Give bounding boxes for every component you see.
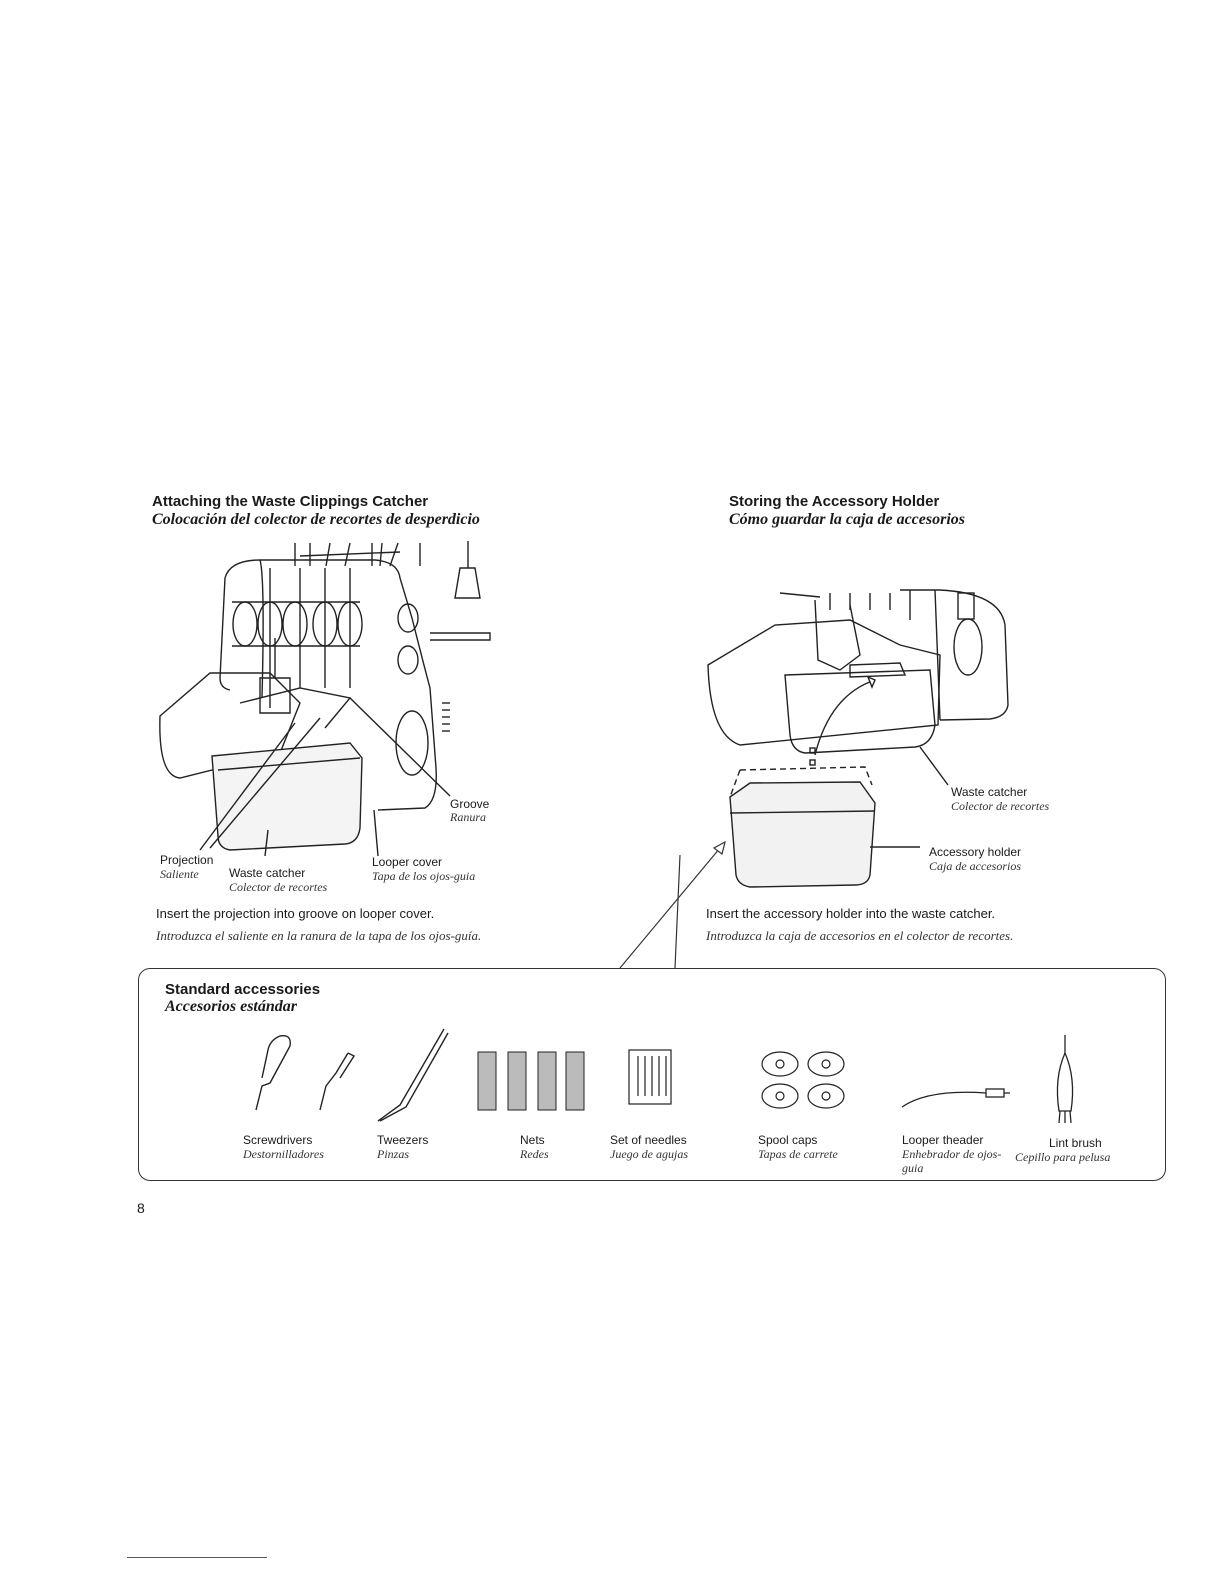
left-instruction-es: Introduzca el saliente en la ranura de l… xyxy=(156,928,482,943)
accessory-label: Spool caps xyxy=(758,1133,818,1147)
right-section-title-es: Cómo guardar la caja de accesorios xyxy=(729,511,965,528)
left-instruction: Insert the projection into groove on loo… xyxy=(156,906,435,921)
accessory-holder-illustration xyxy=(707,589,1009,888)
accessory-label: Nets xyxy=(520,1133,545,1147)
accessory-label: Tweezers xyxy=(377,1133,429,1147)
left-section-title-es: Colocación del colector de recortes de d… xyxy=(152,511,480,528)
accessory-label-es: Pinzas xyxy=(377,1147,410,1161)
accessory-label: Lint brush xyxy=(1049,1136,1102,1150)
projection-label: Projection xyxy=(160,853,214,867)
right-waste-catcher-label-es: Colector de recortes xyxy=(951,799,1050,813)
screwdriver-icon xyxy=(255,1035,356,1111)
right-waste-catcher-label: Waste catcher xyxy=(951,785,1028,799)
accessory-label-es: Juego de agujas xyxy=(610,1147,688,1161)
looper-cover-label: Looper cover xyxy=(372,855,443,869)
needles-icon xyxy=(628,1049,672,1105)
right-instruction: Insert the accessory holder into the was… xyxy=(706,906,996,921)
looper-threader-icon xyxy=(901,1088,1010,1108)
right-instruction-es: Introduzca la caja de accesorios en el c… xyxy=(706,928,1014,943)
standard-accessories-box xyxy=(138,968,1166,1181)
accessory-holder-label-es: Caja de accesorios xyxy=(929,859,1021,873)
nets-icon xyxy=(477,1051,585,1111)
serger-illustration xyxy=(159,541,491,857)
tweezers-icon xyxy=(377,1028,449,1122)
right-section-title: Storing the Accessory Holder xyxy=(729,493,940,510)
accessory-holder-label: Accessory holder xyxy=(929,845,1022,859)
accessories-title: Standard accessories xyxy=(165,981,321,998)
accessory-label: Looper theader xyxy=(902,1133,984,1147)
waste-catcher-label-es: Colector de recortes xyxy=(229,880,328,894)
accessory-label-es: Destornilladores xyxy=(243,1147,324,1161)
accessory-label: Screwdrivers xyxy=(243,1133,313,1147)
groove-label-es: Ranura xyxy=(450,810,486,824)
spool-caps-icon xyxy=(761,1051,845,1109)
footer-rule xyxy=(127,1557,267,1558)
accessory-label-es: Cepillo para pelusa xyxy=(1015,1150,1111,1164)
accessory-label-es: Redes xyxy=(520,1147,549,1161)
lint-brush-icon xyxy=(1056,1035,1074,1124)
accessories-title-es: Accesorios estándar xyxy=(165,998,297,1015)
looper-cover-label-es: Tapa de los ojos-guia xyxy=(372,869,476,883)
left-section-title: Attaching the Waste Clippings Catcher xyxy=(152,493,429,510)
accessory-label: Set of needles xyxy=(610,1133,687,1147)
accessory-label-es: Tapas de carrete xyxy=(758,1147,838,1161)
page-number: 8 xyxy=(137,1200,145,1216)
accessory-label-es: Enhebrador de ojos-guia xyxy=(902,1147,1002,1175)
projection-label-es: Saliente xyxy=(160,867,199,881)
groove-label: Groove xyxy=(450,797,490,811)
waste-catcher-label: Waste catcher xyxy=(229,866,306,880)
